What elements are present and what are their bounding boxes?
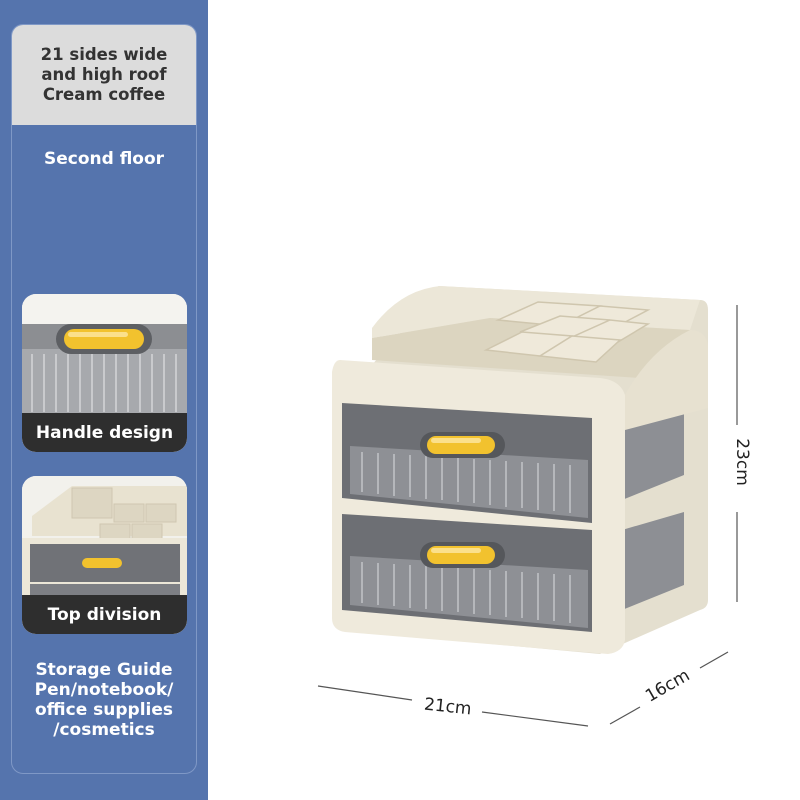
title-line: 21 sides wide [40,45,168,64]
handle-design-thumbnail: Handle design [22,294,187,452]
layer-count-label: Second floor [43,149,165,169]
handle-closeup-image [22,294,187,452]
feature-caption: Handle design [22,413,187,452]
feature-caption: Top division [22,595,187,634]
guide-line: office supplies [34,700,174,720]
product-title-card: 21 sides wide and high roof Cream coffee [12,25,196,125]
title-line: Cream coffee [42,85,166,104]
guide-line: Storage Guide [35,660,173,680]
height-dimension-label: 23cm [731,438,752,486]
top-division-thumbnail: Top division [22,476,187,634]
guide-line: /cosmetics [53,720,155,740]
guide-line: Pen/notebook/ [34,680,174,700]
feature-sidebar: 21 sides wide and high roof Cream coffee… [0,0,208,800]
storage-guide: Storage Guide Pen/notebook/ office suppl… [0,660,208,740]
title-line: and high roof [41,65,167,84]
sidebar-frame [11,24,197,774]
